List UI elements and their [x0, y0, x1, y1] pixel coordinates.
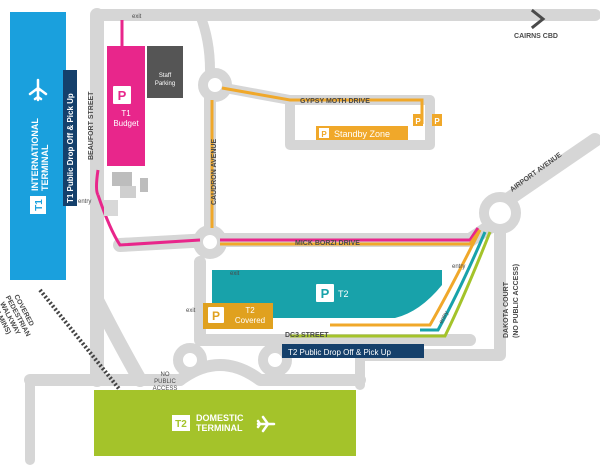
svg-text:P: P — [212, 309, 220, 323]
t2-covered-line2: Covered — [235, 316, 265, 325]
cairns-cbd-direction[interactable]: CAIRNS CBD — [514, 8, 558, 40]
staff-parking[interactable]: Staff Parking — [147, 46, 183, 98]
covered-walkway-line — [38, 288, 122, 392]
entry-label-t2: entry — [452, 264, 465, 270]
building-blocks — [104, 172, 148, 216]
svg-text:PUBLIC: PUBLIC — [154, 379, 176, 385]
street-gypsy-moth: GYPSY MOTH DRIVE — [300, 98, 370, 105]
parking-icon-t2-covered — [208, 307, 224, 323]
cairns-cbd-label: CAIRNS CBD — [514, 33, 558, 40]
route-teal — [420, 231, 487, 332]
t2-covered-parking[interactable]: P T2 Covered — [203, 303, 273, 329]
street-dakota-line1: DAKOTA COURT — [503, 281, 510, 338]
staff-parking-line1: Staff — [159, 73, 172, 79]
t2-badge-text: T2 — [175, 419, 187, 430]
no-public-access-label: NO PUBLIC ACCESS — [153, 372, 178, 392]
exit-label-top: exit — [132, 14, 142, 20]
t1-budget-line2: Budget — [113, 119, 139, 128]
parking-icon-t1-budget — [113, 86, 131, 104]
covered-walkway-label: COVERED PEDESTRIAN WALKWAY (5 MINS) — [0, 294, 35, 338]
international-terminal-line2: TERMINAL — [40, 144, 50, 191]
street-mick-borzi: MICK BORZI DRIVE — [295, 240, 360, 247]
t2-covered-line1: T2 — [245, 306, 255, 315]
parking-icon-t2 — [316, 284, 334, 302]
street-caudron: CAUDRON AVENUE — [211, 139, 218, 205]
t1-budget-parking[interactable]: P T1 Budget — [107, 46, 145, 166]
international-terminal[interactable]: T1 INTERNATIONAL TERMINAL — [10, 12, 66, 280]
svg-text:(5 MINS): (5 MINS) — [0, 308, 12, 336]
entry-label-dakota: entry — [438, 310, 450, 325]
t1-badge-box — [30, 196, 46, 214]
entry-label-t1: entry — [78, 199, 91, 205]
plane-icon-international — [28, 78, 48, 102]
domestic-terminal-line1: DOMESTIC — [196, 413, 244, 423]
domestic-terminal-line2: TERMINAL — [196, 423, 243, 433]
t2-dropoff-label: T2 Public Drop Off & Pick Up — [288, 348, 392, 357]
domestic-terminal[interactable]: T2 DOMESTIC TERMINAL — [94, 390, 356, 456]
street-dakota-line2: (NO PUBLIC ACCESS) — [513, 264, 520, 338]
svg-text:NO: NO — [161, 372, 170, 378]
svg-text:P: P — [118, 88, 127, 103]
t1-budget-line1: T1 — [121, 109, 131, 118]
staff-parking-line2: Parking — [155, 81, 175, 87]
parking-icon-standby — [319, 128, 329, 138]
t2-main-label: T2 — [338, 289, 349, 299]
street-beaufort: BEAUFORT STREET — [88, 91, 95, 160]
t1-dropoff-label: T1 Public Drop Off & Pick Up — [66, 93, 75, 203]
standby-parking-icons: P P — [413, 114, 442, 126]
standby-zone-label: Standby Zone — [334, 129, 390, 139]
svg-text:P: P — [434, 117, 440, 126]
chevron-right-icon — [530, 8, 546, 30]
svg-text:P: P — [415, 117, 421, 126]
svg-text:P: P — [321, 130, 327, 139]
exit-label-t2-covered: exit — [186, 308, 196, 314]
t1-dropoff-zone[interactable]: T1 Public Drop Off & Pick Up — [63, 70, 77, 206]
t2-badge-box — [172, 415, 190, 431]
t1-badge-text: T1 — [34, 199, 45, 211]
standby-zone[interactable]: P Standby Zone — [316, 126, 408, 140]
route-olive — [290, 231, 492, 338]
t2-dropoff-zone[interactable]: T2 Public Drop Off & Pick Up — [282, 344, 424, 358]
route-orange — [210, 86, 482, 327]
international-terminal-line1: INTERNATIONAL — [30, 118, 40, 191]
svg-text:P: P — [321, 286, 330, 301]
street-dc3: DC3 STREET — [285, 332, 329, 339]
plane-icon-domestic — [256, 415, 276, 433]
svg-text:ACCESS: ACCESS — [153, 386, 178, 392]
exit-label-t2: exit — [230, 271, 240, 277]
